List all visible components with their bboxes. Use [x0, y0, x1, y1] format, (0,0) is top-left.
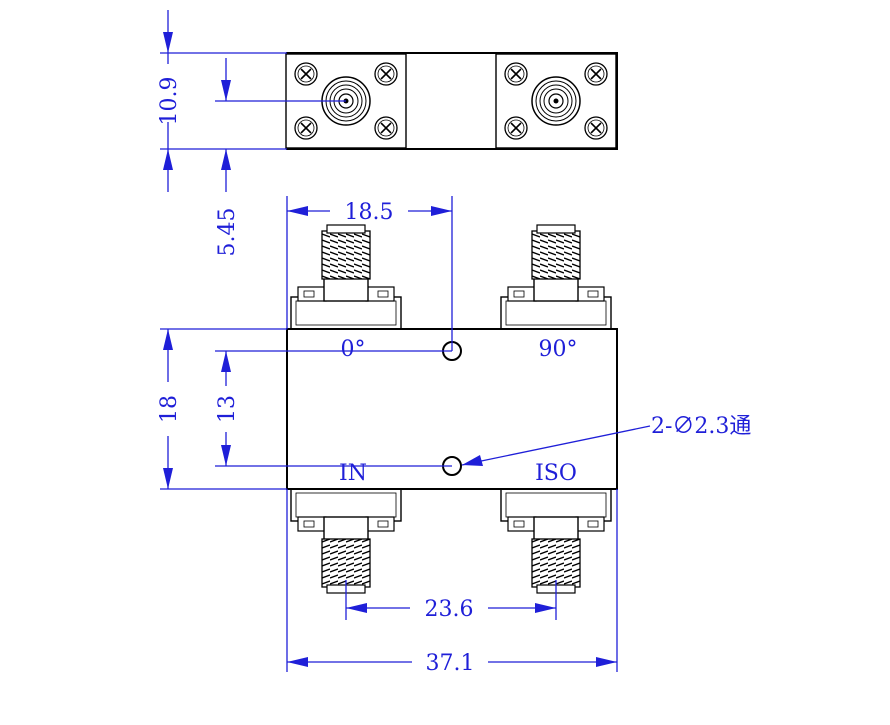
hole-callout: 2-∅2.3通 — [651, 414, 751, 439]
dim-18-5: 18.5 — [345, 200, 394, 225]
dim-23-6: 23.6 — [425, 597, 474, 622]
front-view — [286, 224, 618, 593]
dim-10-9: 10.9 — [157, 77, 182, 126]
dim-18: 18 — [157, 395, 182, 423]
port-label-0-deg: 0° — [341, 337, 366, 362]
port-labels: 0° 90° IN ISO — [339, 337, 577, 486]
connector-90-deg — [500, 224, 612, 330]
dim-13: 13 — [215, 395, 240, 423]
connector-top-right — [496, 54, 616, 148]
port-label-iso: ISO — [535, 461, 577, 486]
connector-0-deg — [290, 224, 402, 330]
port-label-90-deg: 90° — [539, 337, 578, 362]
connector-in — [291, 489, 401, 593]
dim-5-45: 5.45 — [215, 208, 240, 257]
connector-iso — [501, 489, 611, 593]
port-label-in: IN — [339, 461, 367, 486]
dimension-lines — [160, 10, 651, 672]
dimension-labels: 10.9 5.45 18.5 18 13 23.6 37.1 2-∅2.3通 — [157, 77, 751, 676]
dim-37-1: 37.1 — [426, 651, 475, 676]
